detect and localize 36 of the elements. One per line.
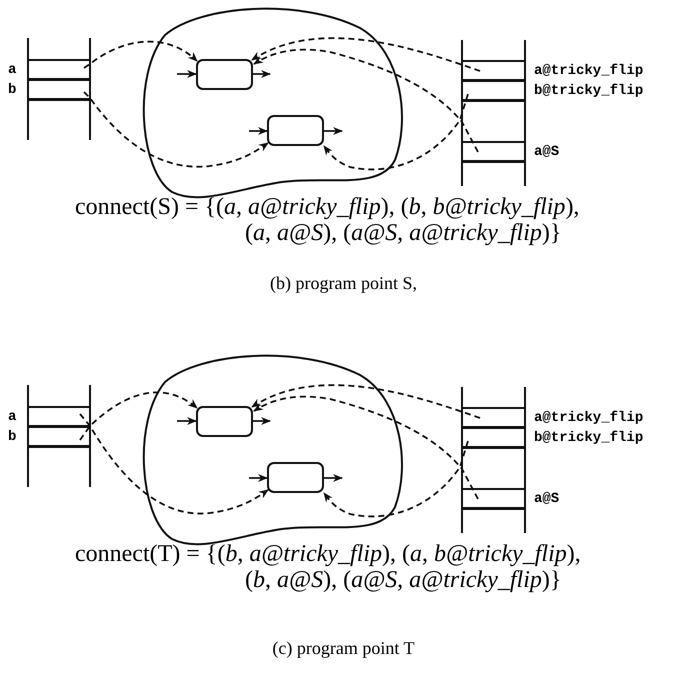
arrow <box>249 127 268 135</box>
dashed-arrow <box>251 384 480 419</box>
variable-label: a@S <box>534 490 560 506</box>
arrow <box>324 127 343 135</box>
arrow <box>249 474 268 482</box>
arrow <box>253 70 271 78</box>
arrow <box>324 474 343 482</box>
dashed-arrow <box>83 91 269 168</box>
block-box <box>267 115 324 146</box>
caption-text: (c) program point T <box>271 638 416 659</box>
variable-label: b@tricky_flip <box>534 430 644 446</box>
arrow <box>177 417 197 425</box>
variable-label: a@tricky_flip <box>534 410 644 426</box>
dashed-arrow <box>323 440 469 518</box>
variable-label: b@tricky_flip <box>534 82 644 98</box>
arrow <box>253 417 271 425</box>
dashed-arrow <box>253 48 479 152</box>
dashed-arrow <box>323 94 469 170</box>
dashed-arrow <box>79 392 198 441</box>
dashed-arrow <box>79 413 269 514</box>
variable-label: b <box>8 428 18 444</box>
arrow <box>177 70 197 78</box>
variable-label: a@S <box>534 144 560 160</box>
formula-text: connect(T) = {(b, a@tricky_flip), (a, b@tricky_flip), (b, a@S), (a@S, a@tricky_flip)} <box>75 541 582 593</box>
variable-label: a <box>8 62 18 78</box>
block-box <box>196 59 253 90</box>
formula-text: connect(S) = {(a, a@tricky_flip), (b, b@tricky_flip), (a, a@S), (a@S, a@tricky_flip)} <box>75 194 580 246</box>
variable-label: b <box>8 82 18 98</box>
variable-label: a <box>8 408 18 424</box>
dashed-arrow <box>251 37 480 72</box>
caption-text: (b) program point S, <box>269 273 418 294</box>
block-box <box>196 406 253 437</box>
dashed-arrow <box>84 40 198 69</box>
block-box <box>267 462 324 493</box>
dashed-arrow <box>253 396 479 500</box>
variable-label: a@tricky_flip <box>534 62 644 78</box>
